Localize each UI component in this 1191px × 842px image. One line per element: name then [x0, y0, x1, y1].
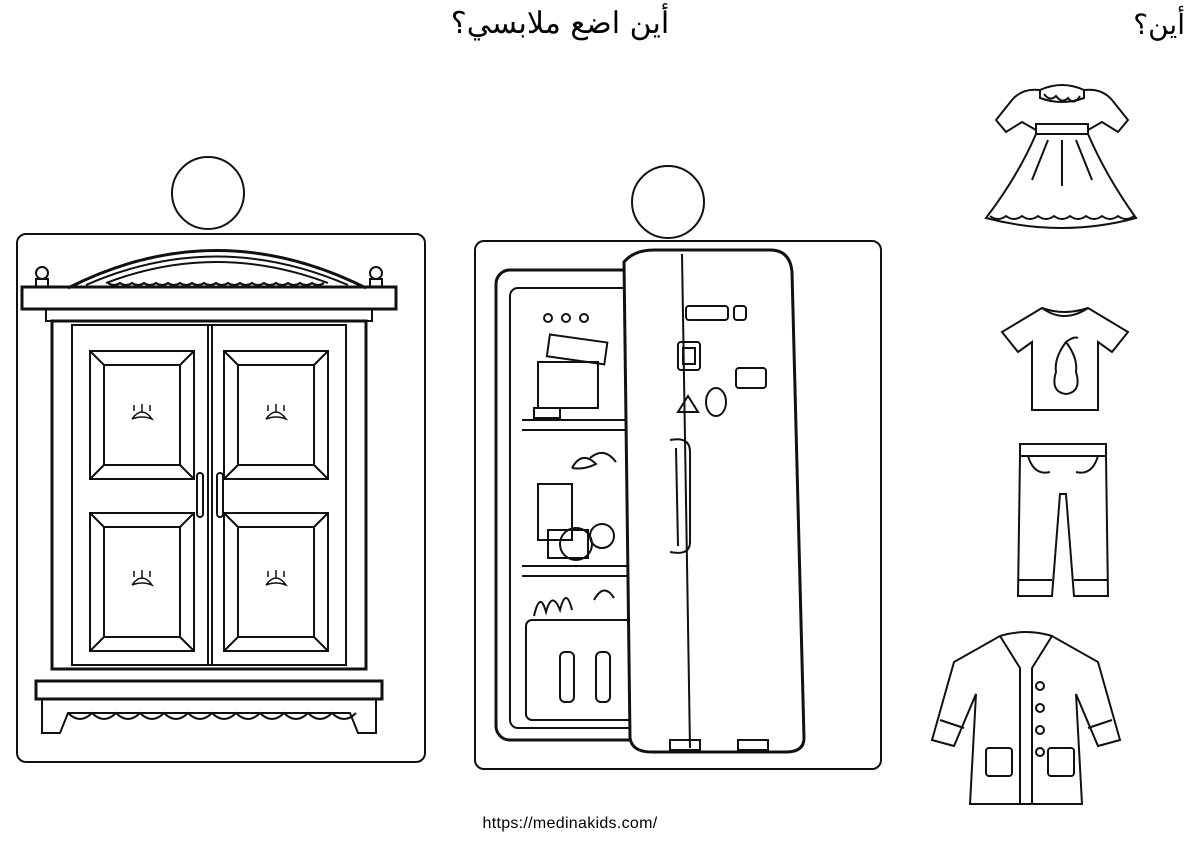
- wardrobe-icon: [16, 233, 426, 763]
- worksheet-title: أين اضع ملابسي؟: [450, 6, 670, 41]
- refrigerator-icon: [474, 240, 882, 770]
- corner-label: أين؟: [1133, 8, 1185, 41]
- jacket-icon[interactable]: [928, 628, 1124, 818]
- footer-url[interactable]: https://medinakids.com/: [482, 815, 658, 832]
- tshirt-icon[interactable]: [996, 302, 1134, 414]
- fridge-answer-circle[interactable]: [631, 165, 705, 239]
- wardrobe-answer-circle[interactable]: [171, 156, 245, 230]
- pants-icon[interactable]: [1016, 440, 1112, 600]
- dress-icon[interactable]: [978, 80, 1146, 235]
